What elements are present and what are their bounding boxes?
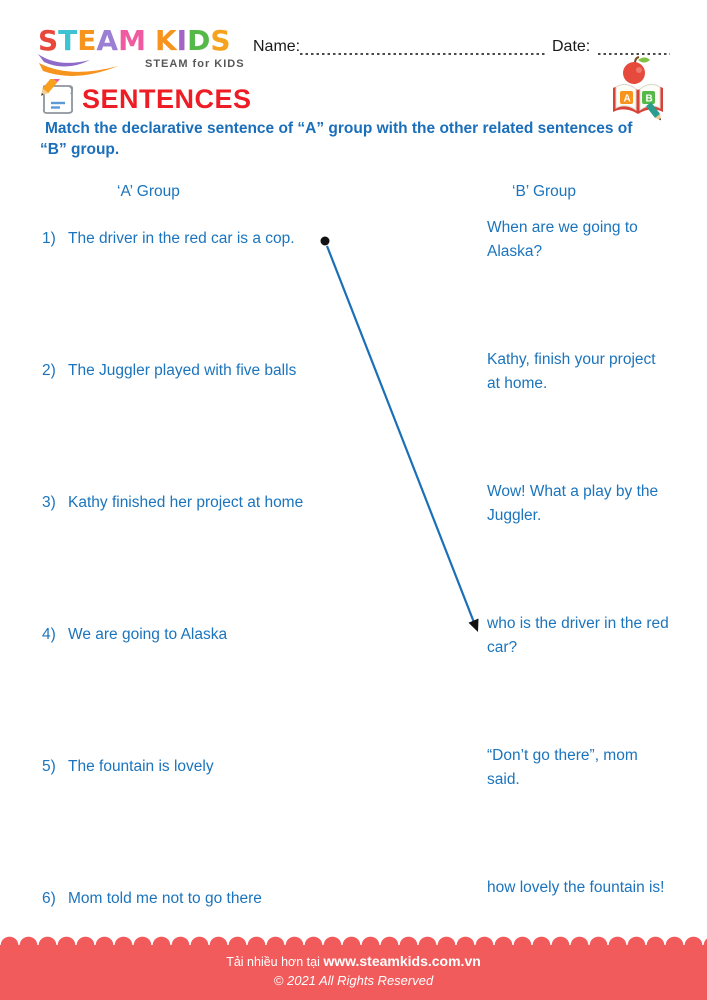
group-a-header: ‘A’ Group bbox=[117, 183, 180, 200]
logo-letter: I bbox=[176, 24, 188, 57]
item-text: Kathy finished her project at home bbox=[68, 494, 304, 511]
logo-letter: D bbox=[187, 24, 211, 57]
footer-credit-prefix: Tải nhiều hơn tại bbox=[226, 955, 324, 969]
group-b-item-3[interactable]: Wow! What a play by the Juggler. bbox=[487, 483, 659, 524]
instruction-line-2: “B” group. bbox=[40, 141, 120, 158]
group-b-item-1[interactable]: When are we going to Alaska? bbox=[487, 219, 638, 260]
item-text: Mom told me not to go there bbox=[68, 890, 262, 907]
group-a-item-6[interactable]: 6) Mom told me not to go there bbox=[42, 888, 262, 910]
group-b-item-6[interactable]: how lovely the fountain is! bbox=[487, 879, 665, 896]
footer-site-link[interactable]: www.steamkids.com.vn bbox=[323, 953, 481, 969]
item-number: 4) bbox=[42, 626, 56, 643]
group-b-header: ‘B’ Group bbox=[512, 183, 577, 200]
logo-letter: S bbox=[210, 24, 231, 57]
ab-book-icon: A B bbox=[613, 56, 663, 121]
match-dot bbox=[320, 236, 330, 246]
match-arrowhead bbox=[468, 618, 479, 632]
logo-letter: T bbox=[58, 24, 78, 57]
date-fill-line[interactable] bbox=[598, 53, 670, 55]
group-a-item-4[interactable]: 4) We are going to Alaska bbox=[42, 624, 227, 646]
logo-letter: S bbox=[38, 24, 59, 57]
group-a-item-2[interactable]: 2) The Juggler played with five balls bbox=[42, 360, 296, 382]
date-label: Date: bbox=[552, 38, 591, 55]
logo-tagline: STEAM for KIDS bbox=[145, 58, 245, 70]
svg-text:A: A bbox=[624, 94, 631, 105]
svg-text:B: B bbox=[646, 94, 653, 105]
footer-copyright: © 2021 All Rights Reserved bbox=[273, 973, 434, 988]
logo-letter: K bbox=[154, 24, 177, 57]
item-text: The fountain is lovely bbox=[68, 758, 214, 775]
pencil-paper-icon bbox=[41, 79, 74, 114]
footer-credit: Tải nhiều hơn tại www.steamkids.com.vn bbox=[0, 953, 707, 969]
footer: Tải nhiều hơn tại www.steamkids.com.vn ©… bbox=[0, 936, 707, 1000]
logo-letter: A bbox=[96, 24, 119, 57]
name-fill-line[interactable] bbox=[300, 53, 545, 55]
group-b-item-5[interactable]: “Don’t go there”, mom said. bbox=[487, 747, 638, 788]
instruction-text: Match the declarative sentence of “A” gr… bbox=[40, 118, 690, 160]
item-number: 6) bbox=[42, 890, 56, 907]
item-text: We are going to Alaska bbox=[68, 626, 228, 643]
item-number: 3) bbox=[42, 494, 56, 511]
logo-swoosh-icon bbox=[38, 54, 118, 76]
logo-letter: M bbox=[118, 24, 146, 57]
item-number: 1) bbox=[42, 230, 56, 247]
group-b-item-2[interactable]: Kathy, finish your project at home. bbox=[487, 351, 656, 392]
group-a-item-1[interactable]: 1) The driver in the red car is a cop. bbox=[42, 228, 295, 250]
instruction-line-1: Match the declarative sentence of “A” gr… bbox=[45, 120, 633, 137]
item-text: The Juggler played with five balls bbox=[68, 362, 297, 379]
group-a-item-3[interactable]: 3) Kathy finished her project at home bbox=[42, 492, 303, 514]
item-number: 5) bbox=[42, 758, 56, 775]
group-a-item-5[interactable]: 5) The fountain is lovely bbox=[42, 756, 214, 778]
item-number: 2) bbox=[42, 362, 56, 379]
page-title: SENTENCES bbox=[82, 84, 252, 114]
logo-letter: E bbox=[77, 24, 97, 57]
item-text: The driver in the red car is a cop. bbox=[68, 230, 295, 247]
name-label: Name: bbox=[253, 38, 301, 55]
group-b-item-4[interactable]: who is the driver in the red car? bbox=[487, 615, 669, 656]
